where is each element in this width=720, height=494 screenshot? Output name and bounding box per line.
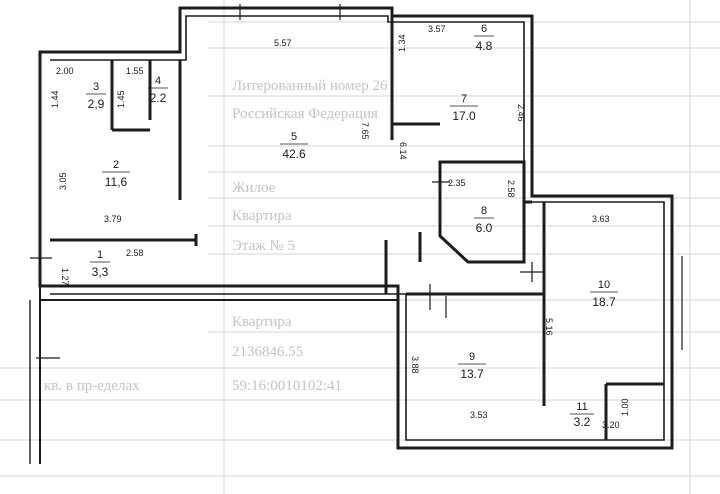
dim-3-88: 3.88 — [410, 356, 420, 374]
dim-2-58-horizontal: 2.58 — [126, 248, 144, 258]
room-9-number: 9 — [469, 351, 475, 363]
room-5-area: 42.6 — [282, 147, 306, 161]
bg-line-7: 2136846.55 — [232, 344, 303, 360]
dim-1-27: 1.27 — [60, 268, 70, 286]
dim-2-35: 2.35 — [448, 178, 466, 188]
room-3-area: 2,9 — [88, 97, 105, 111]
room-4-area: 2.2 — [150, 91, 167, 105]
dim-1-34: 1.34 — [397, 34, 407, 52]
room-4-number: 4 — [155, 75, 161, 87]
dimension-labels: 2.00 1.44 1.55 1.45 5.57 1.34 3.57 7.65 … — [50, 24, 630, 430]
dim-2-46: 2.46 — [516, 104, 526, 122]
dim-2-58-vertical: 2.58 — [506, 180, 516, 198]
room-2-number: 2 — [113, 159, 119, 171]
bg-line-5: Этаж № 5 — [232, 238, 295, 254]
bg-line-9: кв. в пр-еделах — [44, 378, 140, 394]
room-6-number: 6 — [481, 23, 487, 35]
room-6-area: 4.8 — [476, 39, 493, 53]
background-text: Литерованный номер 26 Российская Федерац… — [44, 78, 388, 394]
room-10-number: 10 — [598, 279, 610, 291]
room-7-area: 17.0 — [452, 109, 476, 123]
bg-line-6: Квартира — [232, 314, 292, 330]
dim-5-57: 5.57 — [274, 38, 292, 48]
walls — [29, 6, 674, 464]
room-labels: 1 3,3 2 11,6 3 2,9 4 2.2 5 42.6 6 4.8 7 … — [86, 23, 618, 429]
dim-1-45: 1.45 — [116, 90, 126, 108]
room-9-area: 13.7 — [460, 367, 484, 381]
room-7-number: 7 — [461, 93, 467, 105]
dim-1-00: 1.00 — [620, 398, 630, 416]
bg-line-2: Российская Федерация — [232, 106, 378, 122]
dim-3-79: 3.79 — [104, 214, 122, 224]
dim-6-14: 6.14 — [398, 142, 408, 160]
room-5-number: 5 — [291, 131, 297, 143]
room-8-walls — [438, 160, 526, 264]
room-2-area: 11,6 — [105, 175, 128, 189]
bg-line-1: Литерованный номер 26 — [232, 78, 388, 94]
room-11-area: 3.2 — [574, 415, 591, 429]
outer-wall — [38, 6, 674, 450]
outer-wall-inner-line — [50, 15, 665, 441]
room-1-number: 1 — [97, 249, 103, 261]
bg-line-3: Жилое — [232, 180, 276, 196]
dim-3-63: 3.63 — [592, 214, 610, 224]
dim-2-00: 2.00 — [56, 66, 74, 76]
dim-3-05: 3.05 — [58, 172, 68, 190]
dim-5-16: 5.16 — [544, 318, 554, 336]
room-8-number: 8 — [481, 205, 487, 217]
bg-line-8: 59:16:0010102:41 — [232, 378, 342, 394]
room-3-number: 3 — [93, 81, 99, 93]
partitions — [50, 16, 664, 440]
dim-7-65: 7.65 — [360, 122, 370, 140]
room-8-area: 6.0 — [476, 221, 493, 235]
dim-1-44: 1.44 — [50, 90, 60, 108]
room-10-area: 18.7 — [592, 295, 616, 309]
dim-3-20: 3.20 — [602, 420, 620, 430]
dim-3-53: 3.53 — [470, 410, 488, 420]
bg-line-4: Квартира — [232, 208, 292, 224]
openings — [30, 4, 683, 359]
room-1-area: 3,3 — [92, 265, 109, 279]
dim-1-55: 1.55 — [126, 66, 144, 76]
dim-3-57: 3.57 — [428, 24, 446, 34]
room-11-number: 11 — [576, 401, 587, 413]
